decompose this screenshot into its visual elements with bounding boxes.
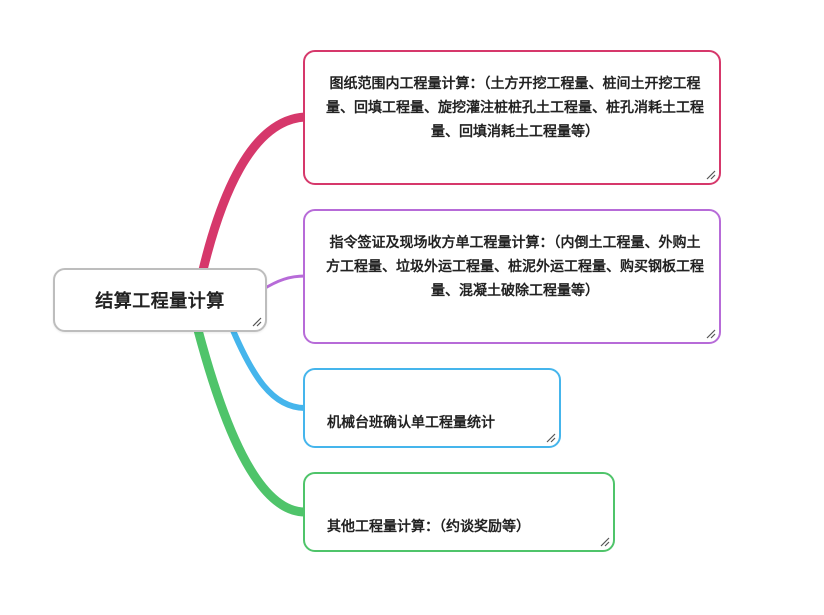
connector-branch-4 — [193, 325, 310, 517]
resize-handle-icon[interactable] — [705, 169, 716, 180]
resize-handle-icon[interactable] — [705, 328, 716, 339]
topic-label: 机械台班确认单工程量统计 — [327, 415, 495, 431]
connector-branch-3 — [229, 325, 308, 411]
topic-label: 其他工程量计算：（约谈奖励等） — [327, 519, 530, 535]
topic-machine-shift-statistics[interactable]: 机械台班确认单工程量统计 — [303, 368, 561, 448]
resize-handle-icon[interactable] — [545, 432, 556, 443]
resize-handle-icon[interactable] — [599, 536, 610, 547]
topic-label: 指令签证及现场收方单工程量计算：（内倒土工程量、外购土方工程量、垃圾外运工程量、… — [326, 235, 704, 299]
topic-label: 图纸范围内工程量计算：（土方开挖工程量、桩间土开挖工程量、回填工程量、旋挖灌注桩… — [326, 76, 704, 140]
resize-handle-icon[interactable] — [251, 316, 262, 327]
root-topic[interactable]: 结算工程量计算 — [53, 268, 267, 332]
topic-visa-and-site-quantities[interactable]: 指令签证及现场收方单工程量计算：（内倒土工程量、外购土方工程量、垃圾外运工程量、… — [303, 209, 721, 344]
topic-drawing-scope-quantities[interactable]: 图纸范围内工程量计算：（土方开挖工程量、桩间土开挖工程量、回填工程量、旋挖灌注桩… — [303, 50, 721, 185]
connector-branch-1 — [198, 112, 310, 275]
root-topic-label: 结算工程量计算 — [95, 291, 225, 312]
connector-branch-2 — [260, 274, 307, 292]
topic-other-quantities[interactable]: 其他工程量计算：（约谈奖励等） — [303, 472, 615, 552]
